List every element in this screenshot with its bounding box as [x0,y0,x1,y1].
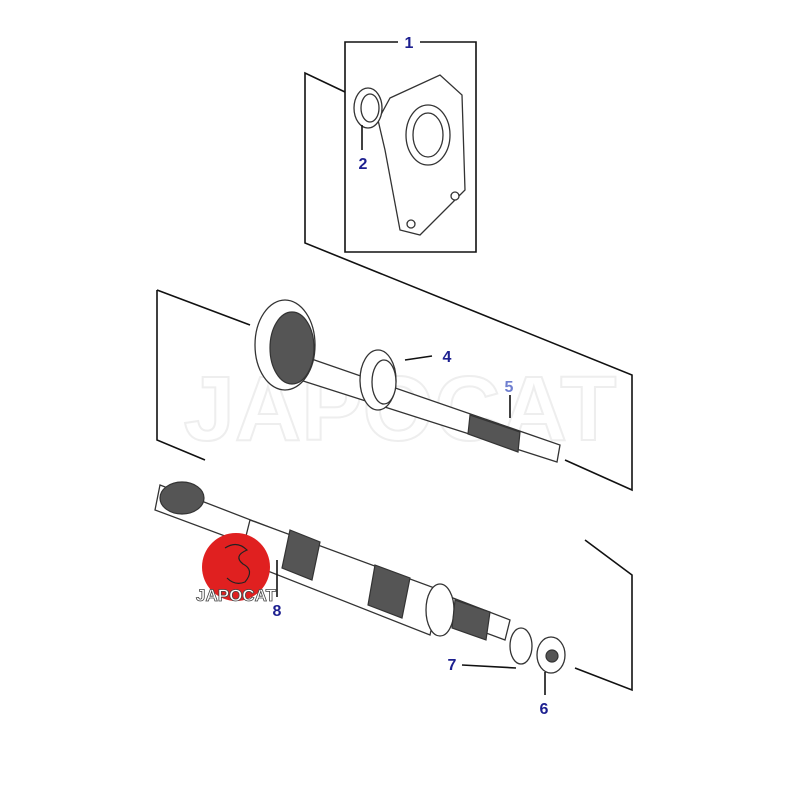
logo-text: JAPOCAT [196,586,277,605]
callout-7: 7 [448,657,457,674]
callout-4: 4 [443,349,452,366]
input-shaft [254,299,561,463]
housing-cover [377,74,466,236]
japocat-logo: JAPOCAT [196,533,277,605]
callout-2: 2 [359,156,368,173]
main-shaft [154,481,633,695]
callout-6: 6 [540,701,549,718]
callout-5: 5 [505,379,514,396]
callout-1: 1 [405,35,414,52]
callout-8: 8 [273,603,282,620]
housing-group-frame [156,41,633,492]
seal-ring [353,87,383,150]
